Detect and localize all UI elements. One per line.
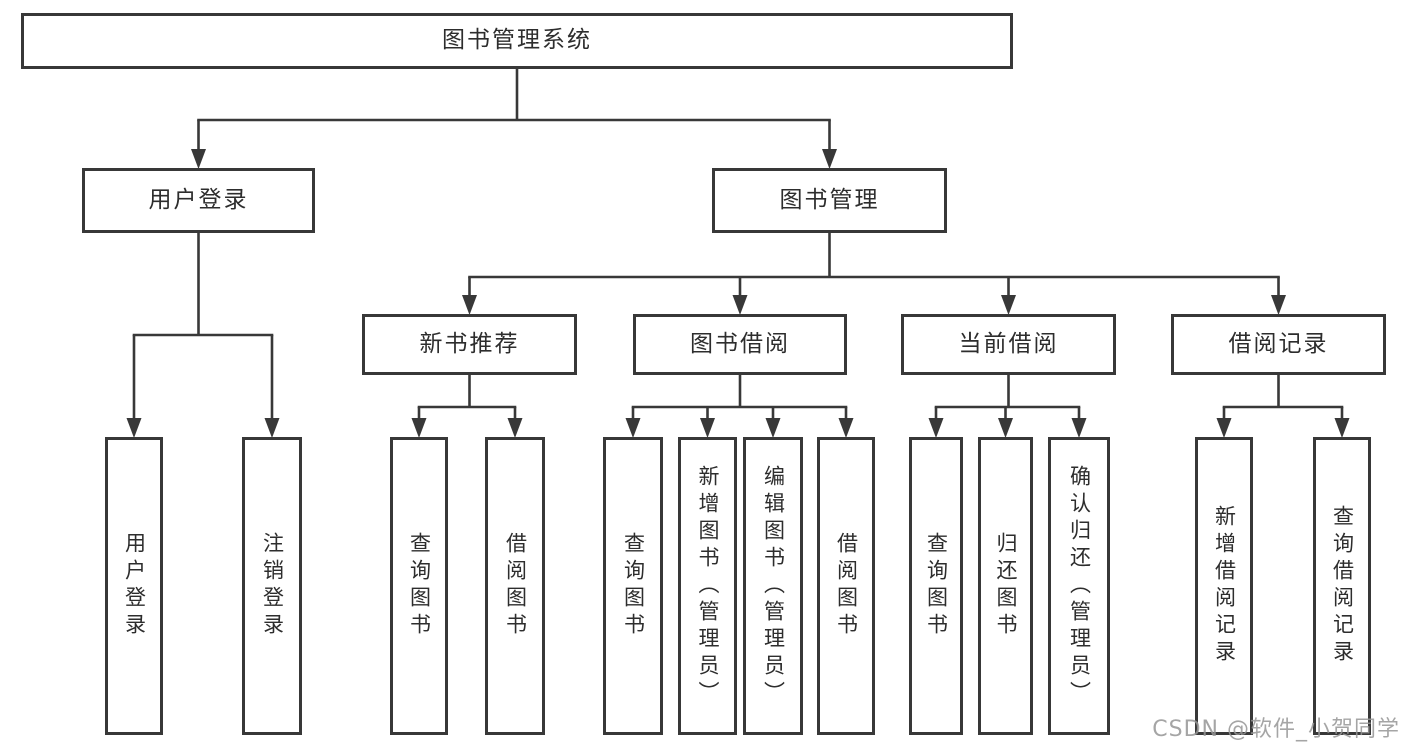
- node-label: 借阅图书: [503, 532, 528, 640]
- node-bb-query: 查询图书: [603, 437, 663, 735]
- node-br-query: 查询借阅记录: [1313, 437, 1371, 735]
- node-book-borrow: 图书借阅: [633, 314, 847, 375]
- node-bb-edit: 编辑图书（管理员）: [743, 437, 803, 735]
- node-label: 确认归还（管理员）: [1067, 464, 1092, 708]
- node-label: 新增借阅记录: [1212, 505, 1237, 667]
- node-label: 新书推荐: [419, 330, 520, 357]
- node-br-add: 新增借阅记录: [1195, 437, 1253, 735]
- csdn-watermark: CSDN @软件_小贺同学: [1152, 717, 1400, 742]
- node-book-mgmt: 图书管理: [712, 168, 947, 233]
- node-label: 查询借阅记录: [1330, 505, 1355, 667]
- node-label: 注销登录: [260, 532, 285, 640]
- node-label: 图书借阅: [690, 330, 790, 357]
- node-current-borrow: 当前借阅: [901, 314, 1116, 375]
- node-login-user: 用户登录: [105, 437, 163, 735]
- node-label: 查询图书: [621, 532, 646, 640]
- node-label: 归还图书: [994, 532, 1018, 640]
- node-label: 当前借阅: [958, 330, 1059, 357]
- node-login-logout: 注销登录: [242, 437, 302, 735]
- node-cb-confirm: 确认归还（管理员）: [1048, 437, 1110, 735]
- node-label: 用户登录: [122, 532, 147, 640]
- node-cb-return: 归还图书: [978, 437, 1033, 735]
- node-label: 图书管理: [779, 186, 880, 213]
- node-label: 编辑图书（管理员）: [761, 464, 786, 708]
- node-label: 查询图书: [407, 532, 432, 640]
- node-label: 借阅图书: [834, 532, 859, 640]
- node-label: 用户登录: [148, 186, 249, 213]
- node-user-login: 用户登录: [82, 168, 315, 233]
- node-rec-query: 查询图书: [390, 437, 448, 735]
- node-root: 图书管理系统: [21, 13, 1013, 69]
- node-label: 图书管理系统: [442, 27, 592, 54]
- node-label: 查询图书: [924, 532, 949, 640]
- node-borrow-record: 借阅记录: [1171, 314, 1386, 375]
- node-label: 借阅记录: [1228, 330, 1329, 357]
- node-cb-query: 查询图书: [909, 437, 963, 735]
- node-rec-borrow: 借阅图书: [485, 437, 545, 735]
- node-bb-add: 新增图书（管理员）: [678, 437, 737, 735]
- node-new-book-rec: 新书推荐: [362, 314, 577, 375]
- node-label: 新增图书（管理员）: [696, 464, 720, 708]
- node-bb-borrow: 借阅图书: [817, 437, 875, 735]
